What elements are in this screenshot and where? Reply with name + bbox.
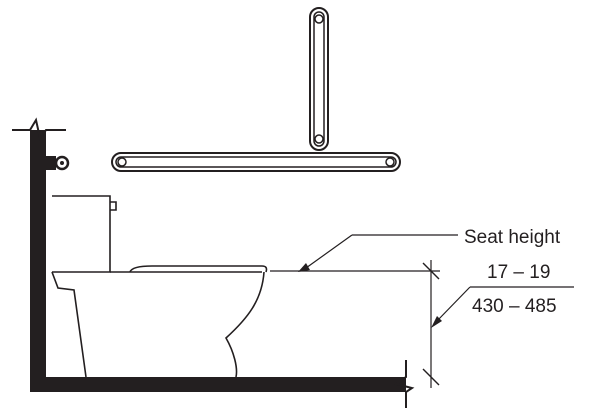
dimension-inches-label: 17 – 19 — [487, 262, 550, 283]
toilet-bowl-front — [224, 271, 265, 378]
dimension-mm-label: 430 – 485 — [472, 296, 557, 317]
floor-break-line — [393, 360, 415, 408]
toilet-base — [51, 271, 87, 378]
floor — [30, 377, 406, 392]
toilet-seat — [129, 265, 268, 273]
seat-height-dimension — [270, 234, 574, 388]
vertical-grab-bar — [309, 7, 329, 151]
flush-handle — [110, 201, 117, 211]
wall-break-line — [12, 117, 66, 141]
seat-height-label: Seat height — [464, 227, 561, 248]
toilet — [51, 195, 268, 378]
wall — [30, 130, 46, 392]
horizontal-grab-bar — [111, 152, 401, 172]
toilet-tank — [52, 195, 111, 273]
paper-holder — [46, 155, 70, 171]
wall-and-floor — [12, 117, 415, 408]
